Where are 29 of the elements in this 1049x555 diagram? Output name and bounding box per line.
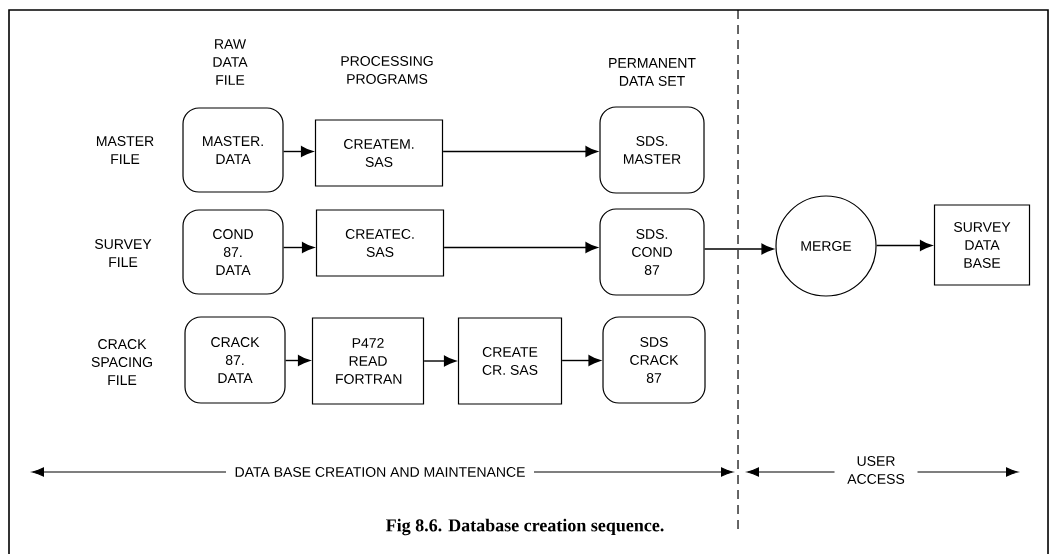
data-file-box: MASTER. DATA	[182, 107, 284, 193]
row-label: MASTER FILE	[97, 136, 154, 164]
arrow	[282, 242, 315, 253]
program-box: CREATE CR. SAS	[457, 317, 563, 405]
column-heading: RAW DATA FILE	[213, 39, 248, 85]
span-label: DATA BASE CREATION AND MAINTENANCE	[226, 463, 534, 481]
arrow	[284, 355, 311, 366]
data-file-box: CRACK 87. DATA	[184, 316, 286, 404]
program-box: CREATEM. SAS	[314, 119, 444, 187]
program-box: CREATEC. SAS	[315, 209, 445, 277]
row-label: CRACK SPACING FILE	[91, 339, 152, 385]
caption: Fig 8.6. Database creation sequence.	[386, 518, 664, 536]
program-box: P472 READ FORTRAN	[311, 317, 425, 405]
arrow	[282, 146, 314, 157]
column-heading: PROCESSING PROGRAMS	[341, 56, 433, 84]
arrow	[423, 355, 457, 367]
data-file-box: COND 87. DATA	[182, 209, 284, 295]
arrow	[875, 240, 933, 251]
span-label: USER ACCESS	[834, 452, 918, 488]
row-label: SURVEY FILE	[95, 239, 152, 267]
arrow	[442, 146, 598, 157]
arrow	[443, 242, 598, 253]
arrow	[703, 243, 774, 255]
program-box: SURVEY DATA BASE	[933, 204, 1031, 286]
column-heading: PERMANENT DATA SET	[609, 58, 696, 86]
data-file-box: SDS. MASTER	[599, 106, 705, 194]
arrow	[561, 355, 601, 366]
data-file-box: SDS CRACK 87	[602, 316, 706, 404]
data-file-box: SDS. COND 87	[599, 208, 705, 296]
